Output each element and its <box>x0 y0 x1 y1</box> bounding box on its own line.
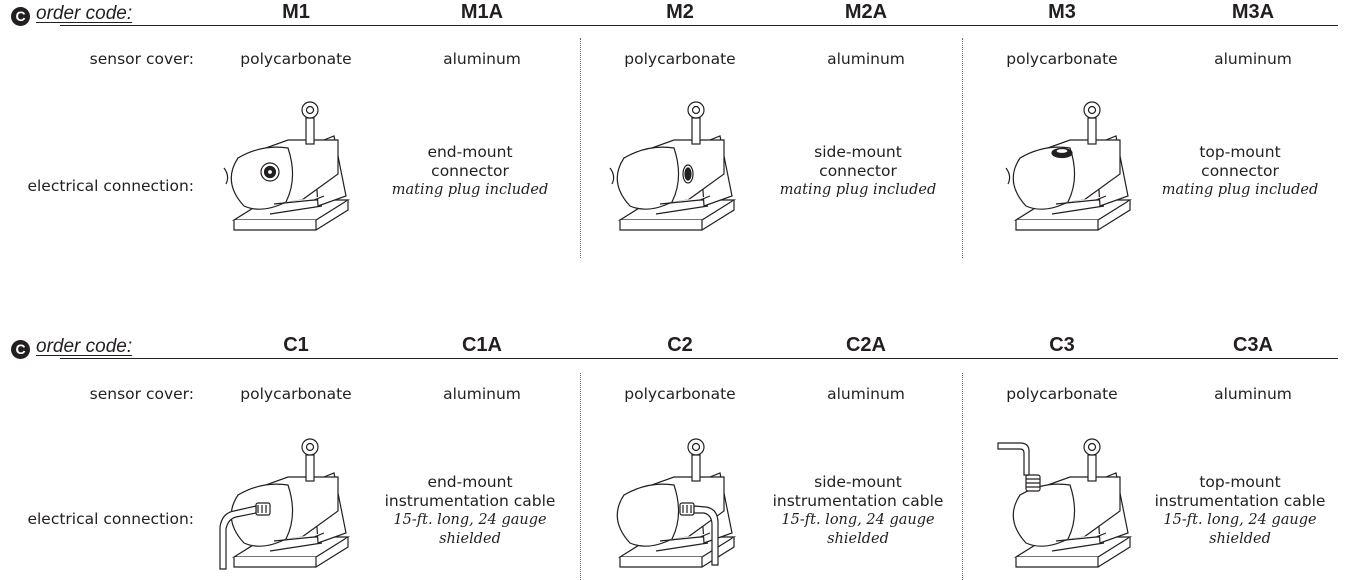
cover-value: polycarbonate <box>240 50 352 68</box>
header-rule <box>60 25 1338 26</box>
connection-note: 15-ft. long, 24 gauge <box>1163 512 1317 528</box>
end-mount-cable-sensor-icon <box>219 438 351 570</box>
column-divider <box>962 38 963 258</box>
order-code-c1: C1 <box>283 334 309 356</box>
header-rule <box>60 358 1338 359</box>
order-code-header: C order code: C1 C1A C2 C2A C3 C3A <box>0 333 1346 361</box>
connection-kind: instrumentation cable <box>772 492 944 510</box>
order-code-c2: C2 <box>667 334 693 356</box>
sensor-cover-label: sensor cover: <box>89 385 194 403</box>
connection-note: shielded <box>827 531 889 547</box>
connection-note: mating plug included <box>779 182 937 198</box>
connection-type: top-mount <box>1199 473 1281 491</box>
connection-description: end-mount connector mating plug included <box>370 143 570 200</box>
cover-value: aluminum <box>1214 50 1292 68</box>
electrical-connection-label: electrical connection: <box>27 510 194 528</box>
order-code-label: order code: <box>36 336 133 357</box>
connection-description: top-mount instrumentation cable 15-ft. l… <box>1140 473 1340 549</box>
order-code-m1a: M1A <box>460 1 504 23</box>
cover-value: polycarbonate <box>1006 385 1118 403</box>
connection-description: side-mount connector mating plug include… <box>758 143 958 200</box>
connector-options-section: C order code: M1 M1A M2 M2A M3 M3A senso… <box>0 0 1346 260</box>
connection-type: side-mount <box>814 143 902 161</box>
connection-type: top-mount <box>1199 143 1281 161</box>
cover-value: aluminum <box>443 50 521 68</box>
connection-note: 15-ft. long, 24 gauge <box>781 512 935 528</box>
connection-kind: instrumentation cable <box>384 492 556 510</box>
connection-kind: instrumentation cable <box>1154 492 1326 510</box>
end-mount-connector-sensor-icon <box>223 101 351 231</box>
cover-value: aluminum <box>827 50 905 68</box>
connection-type: end-mount <box>427 473 513 491</box>
order-code-c3: C3 <box>1049 334 1075 356</box>
cover-value: aluminum <box>1214 385 1292 403</box>
option-badge: C <box>11 340 30 359</box>
order-code-m3a: M3A <box>1231 1 1275 23</box>
cover-value: aluminum <box>443 385 521 403</box>
connection-note: mating plug included <box>1161 182 1319 198</box>
order-code-c3a: C3A <box>1232 334 1273 356</box>
connection-kind: connector <box>819 162 897 180</box>
cover-value: polycarbonate <box>624 385 736 403</box>
side-mount-cable-sensor-icon <box>616 438 737 568</box>
connection-kind: connector <box>1201 162 1279 180</box>
connection-type: side-mount <box>814 473 902 491</box>
connection-note: shielded <box>439 531 501 547</box>
connection-description: end-mount instrumentation cable 15-ft. l… <box>370 473 570 549</box>
connection-note: shielded <box>1209 531 1271 547</box>
cable-options-section: C order code: C1 C1A C2 C2A C3 C3A senso… <box>0 333 1346 580</box>
sensor-cover-label: sensor cover: <box>89 50 194 68</box>
cover-value: polycarbonate <box>624 50 736 68</box>
side-mount-connector-sensor-icon <box>609 101 737 231</box>
top-mount-connector-sensor-icon <box>1005 101 1133 231</box>
cover-value: polycarbonate <box>1006 50 1118 68</box>
order-code-label: order code: <box>36 3 133 24</box>
column-divider <box>962 373 963 580</box>
connection-description: top-mount connector mating plug included <box>1140 143 1340 200</box>
order-code-m2a: M2A <box>844 1 888 23</box>
order-code-c1a: C1A <box>461 334 502 356</box>
connection-type: end-mount <box>427 143 513 161</box>
top-mount-cable-sensor-icon <box>997 438 1133 568</box>
column-divider <box>580 38 581 258</box>
connection-note: mating plug included <box>391 182 549 198</box>
electrical-connection-label: electrical connection: <box>27 177 194 195</box>
cover-value: aluminum <box>827 385 905 403</box>
option-badge: C <box>11 7 30 26</box>
column-divider <box>580 373 581 580</box>
order-code-c2a: C2A <box>845 334 886 356</box>
order-code-header: C order code: M1 M1A M2 M2A M3 M3A <box>0 0 1346 28</box>
order-code-m1: M1 <box>282 1 310 23</box>
order-code-m3: M3 <box>1048 1 1076 23</box>
connection-note: 15-ft. long, 24 gauge <box>393 512 547 528</box>
connection-kind: connector <box>431 162 509 180</box>
order-code-m2: M2 <box>666 1 694 23</box>
connection-description: side-mount instrumentation cable 15-ft. … <box>758 473 958 549</box>
cover-value: polycarbonate <box>240 385 352 403</box>
